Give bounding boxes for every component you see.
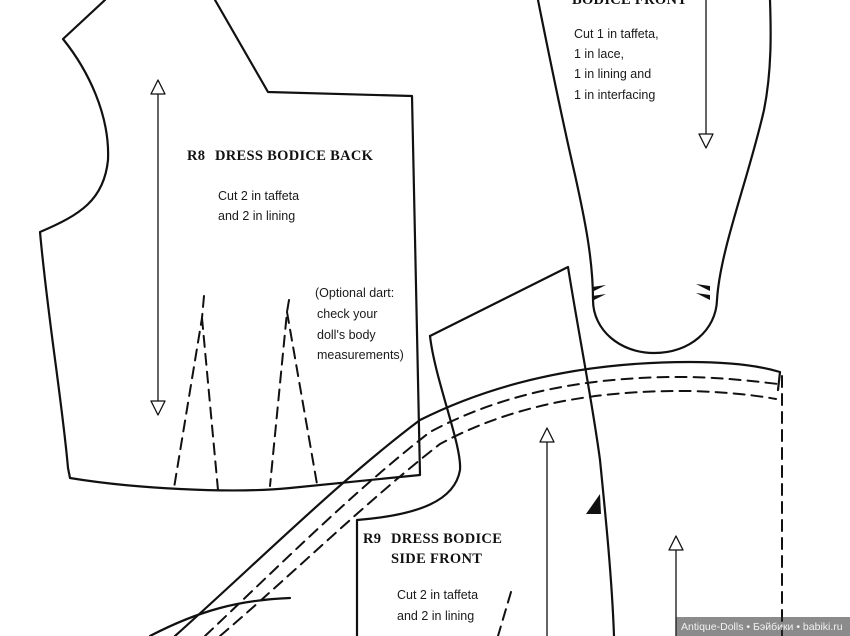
bodice-front-notch-left xyxy=(592,285,606,301)
r9-side-seam xyxy=(355,334,462,636)
watermark: Antique-Dolls • Бэйбики • babiki.ru xyxy=(676,617,850,636)
r8-dart-note-3: doll's body xyxy=(317,328,376,342)
bodice-front-grainline xyxy=(698,0,714,149)
curved-waist-piece xyxy=(148,360,783,636)
curved-piece-outer-edge xyxy=(173,360,782,636)
r9-outline xyxy=(428,265,616,636)
r9-cut-line-2: and 2 in lining xyxy=(397,609,474,623)
r8-code: R8 xyxy=(187,148,205,164)
r9-side-front-piece: R9 DRESS BODICE SIDE FRONT Cut 2 in taff… xyxy=(355,265,616,636)
r8-dart-left xyxy=(173,295,219,491)
r9-dart xyxy=(497,591,512,636)
r8-bodice-back-piece: R8 DRESS BODICE BACK Cut 2 in taffeta an… xyxy=(38,0,422,492)
r8-dart-note-4: measurements) xyxy=(317,348,404,362)
r9-notch xyxy=(586,494,601,514)
bodice-front-cut-line-3: 1 in lining and xyxy=(574,67,651,81)
bodice-front-piece: BODICE FRONT Cut 1 in taffeta, 1 in lace… xyxy=(536,0,772,355)
bodice-front-cut-line-2: 1 in lace, xyxy=(574,47,624,61)
r9-cut-line-1: Cut 2 in taffeta xyxy=(397,588,478,602)
curved-piece-seam-line-2 xyxy=(219,389,777,636)
r8-grainline xyxy=(150,79,166,416)
r9-title-line-2: SIDE FRONT xyxy=(391,551,482,567)
watermark-text: Antique-Dolls • Бэйбики • babiki.ru xyxy=(681,621,843,633)
bodice-front-cut-line-4: 1 in interfacing xyxy=(574,88,655,102)
watermark-background xyxy=(676,617,850,636)
curved-piece-seam-line-1 xyxy=(204,375,779,636)
r8-dart-note-2: check your xyxy=(317,307,377,321)
r8-cut-line-2: and 2 in lining xyxy=(218,209,295,223)
r9-grainline xyxy=(539,427,555,636)
bodice-front-notch-right xyxy=(696,284,710,300)
r8-cut-line-1: Cut 2 in taffeta xyxy=(218,189,299,203)
r8-outline xyxy=(38,0,422,492)
bodice-front-outline xyxy=(536,0,772,355)
curved-piece-lower-edge xyxy=(148,596,292,636)
bodice-front-title: BODICE FRONT xyxy=(572,0,687,8)
r9-title-line-1: DRESS BODICE xyxy=(391,531,502,547)
r8-title: DRESS BODICE BACK xyxy=(215,148,374,164)
r8-dart-right xyxy=(269,299,318,487)
r9-code: R9 xyxy=(363,531,381,547)
bodice-front-cut-line-1: Cut 1 in taffeta, xyxy=(574,27,659,41)
r8-dart-note-1: (Optional dart: xyxy=(315,286,394,300)
